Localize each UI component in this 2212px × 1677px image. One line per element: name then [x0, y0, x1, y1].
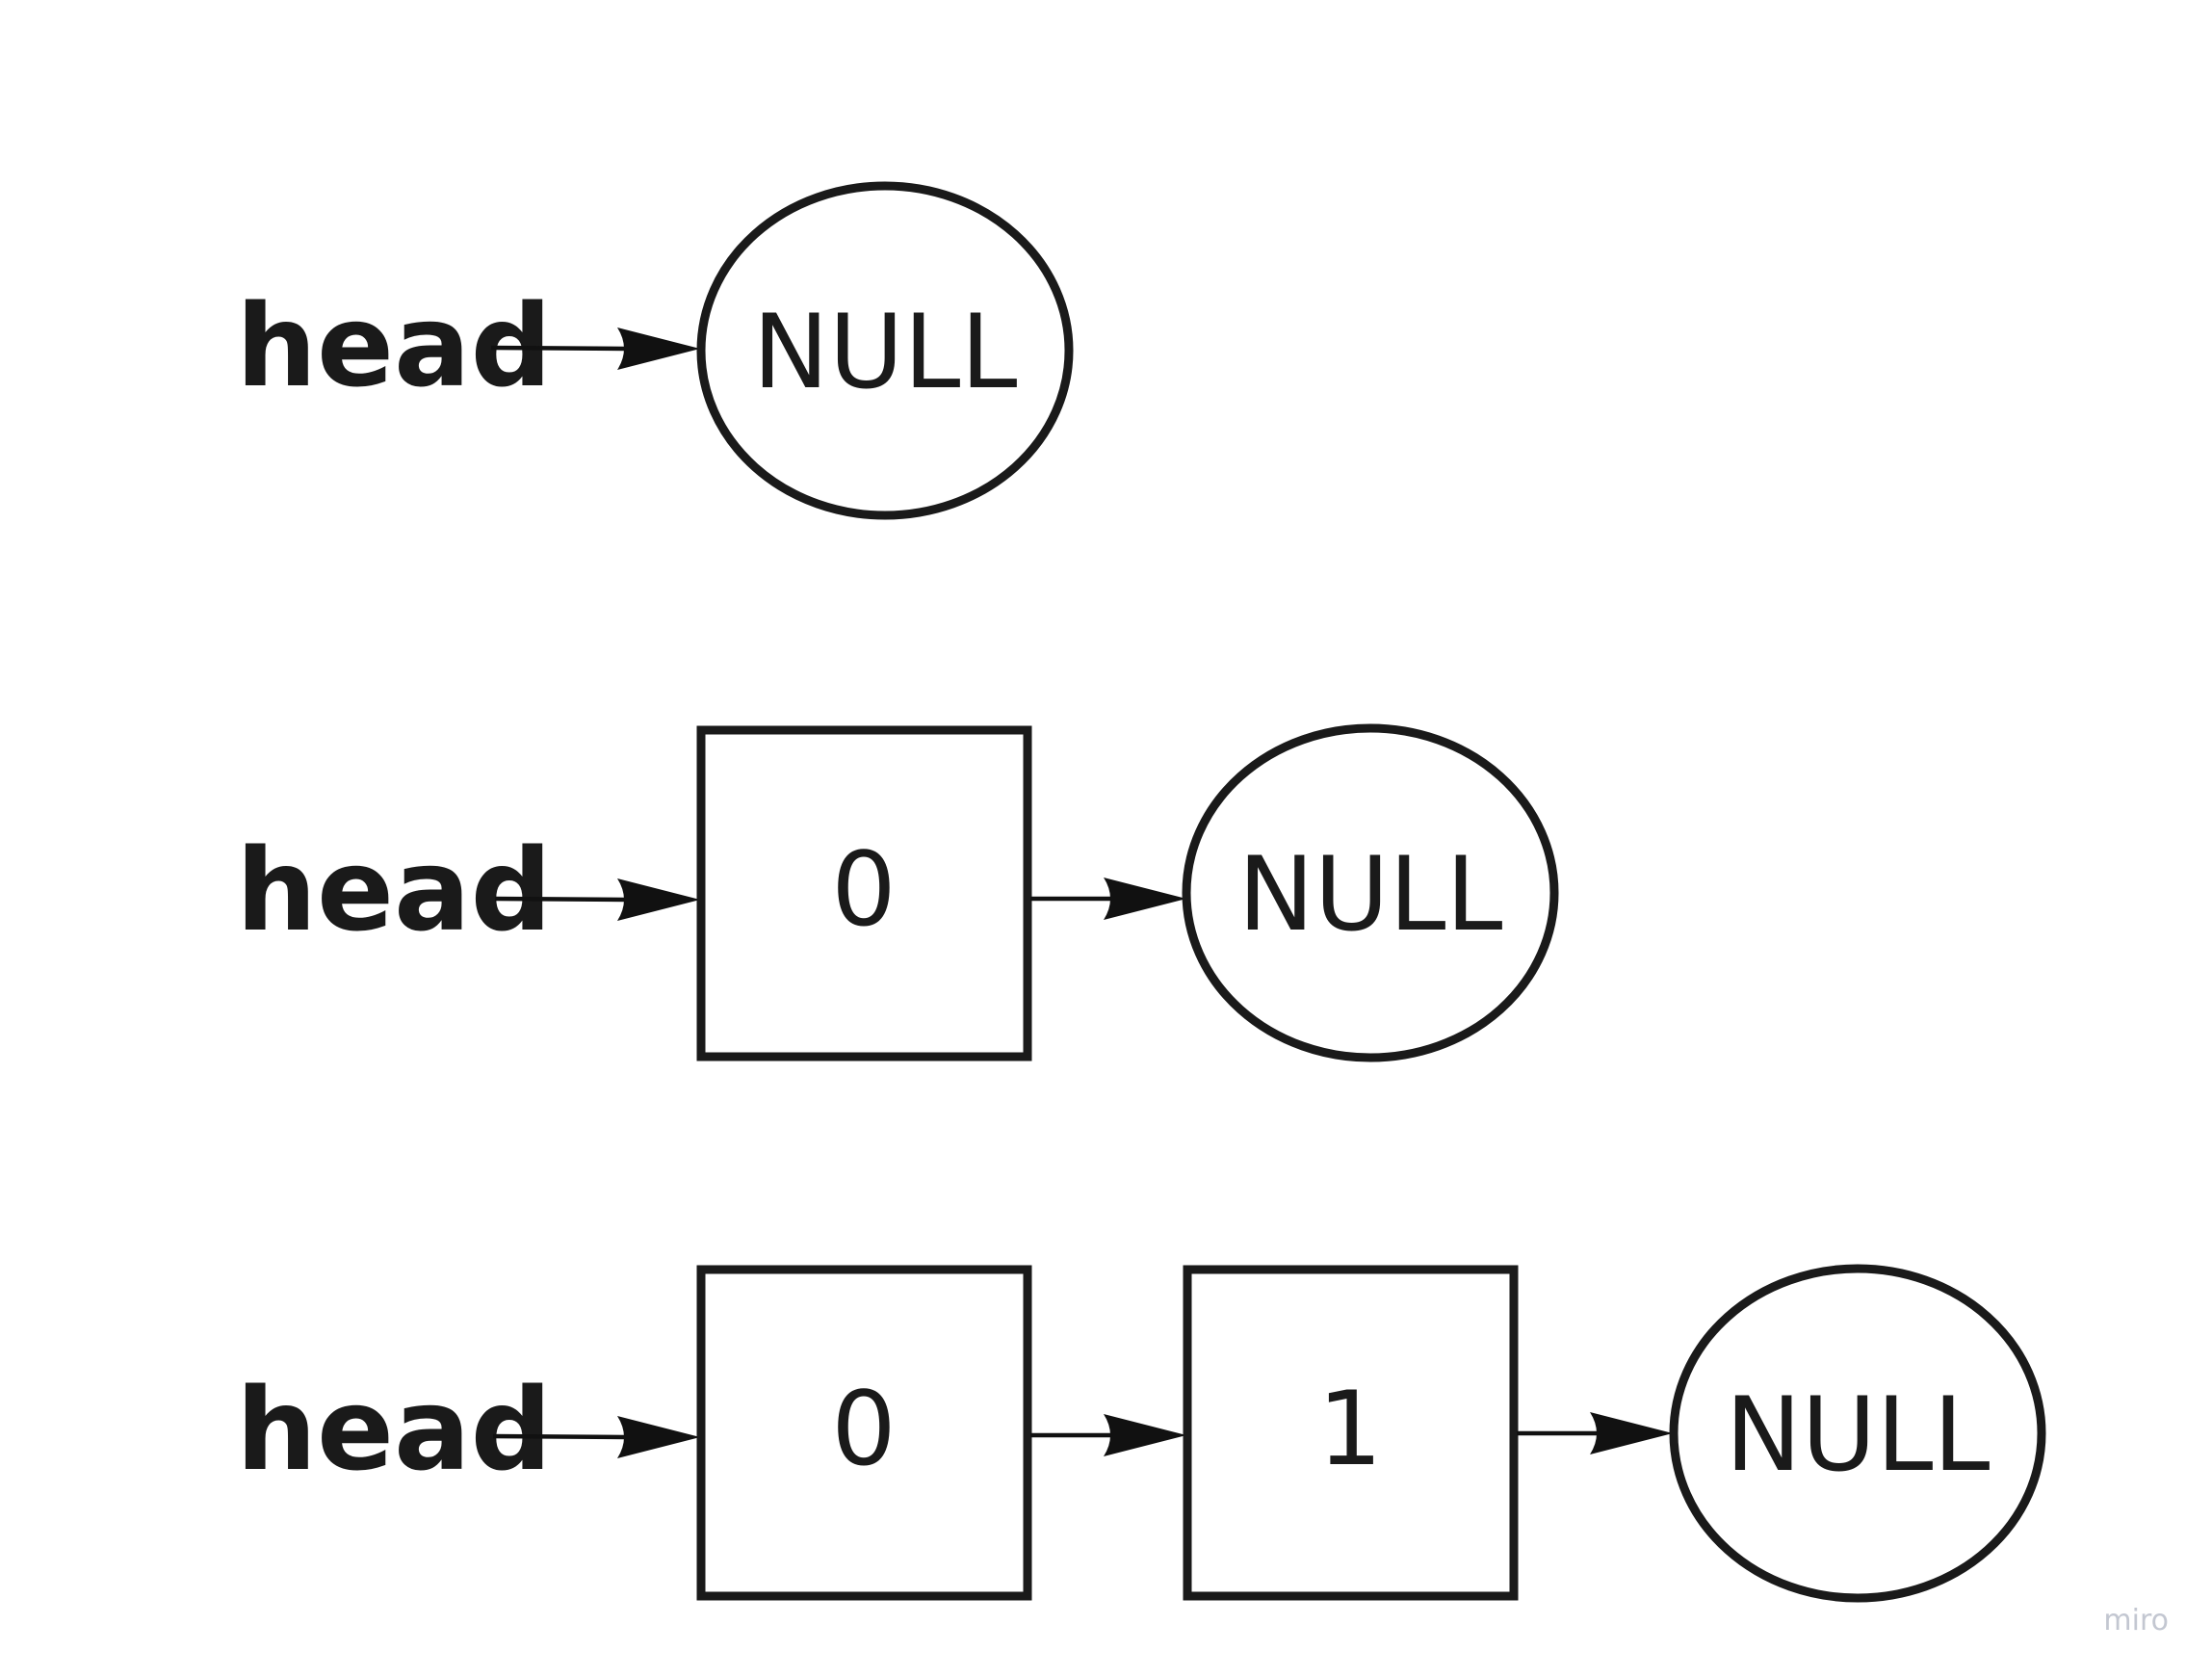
row-3: head 0 1 NULL — [236, 1264, 2046, 1603]
list-node-value: 0 — [831, 1370, 896, 1488]
row-2: head 0 NULL — [236, 723, 1559, 1062]
miro-watermark: miro — [2103, 1604, 2169, 1638]
list-node-value: 1 — [1317, 1370, 1382, 1488]
null-node — [696, 181, 1074, 520]
list-node — [696, 1265, 1032, 1601]
head-pointer-arrow — [490, 328, 700, 370]
null-node — [1669, 1264, 2046, 1603]
list-node — [1183, 1265, 1519, 1601]
head-pointer-arrow — [492, 1416, 700, 1458]
row-1: head NULL — [236, 181, 1074, 520]
head-label: head — [236, 1363, 552, 1496]
null-node-label: NULL — [753, 293, 1018, 411]
head-pointer-arrow — [494, 878, 700, 921]
next-pointer-arrow — [1517, 1412, 1673, 1454]
head-label: head — [236, 824, 552, 956]
null-node — [1182, 723, 1559, 1062]
null-node-label: NULL — [1238, 835, 1503, 954]
null-node-label: NULL — [1726, 1376, 1991, 1494]
list-node-value: 0 — [831, 830, 896, 949]
next-pointer-arrow — [1030, 1414, 1186, 1456]
next-pointer-arrow — [1030, 878, 1186, 920]
list-node — [696, 725, 1032, 1061]
